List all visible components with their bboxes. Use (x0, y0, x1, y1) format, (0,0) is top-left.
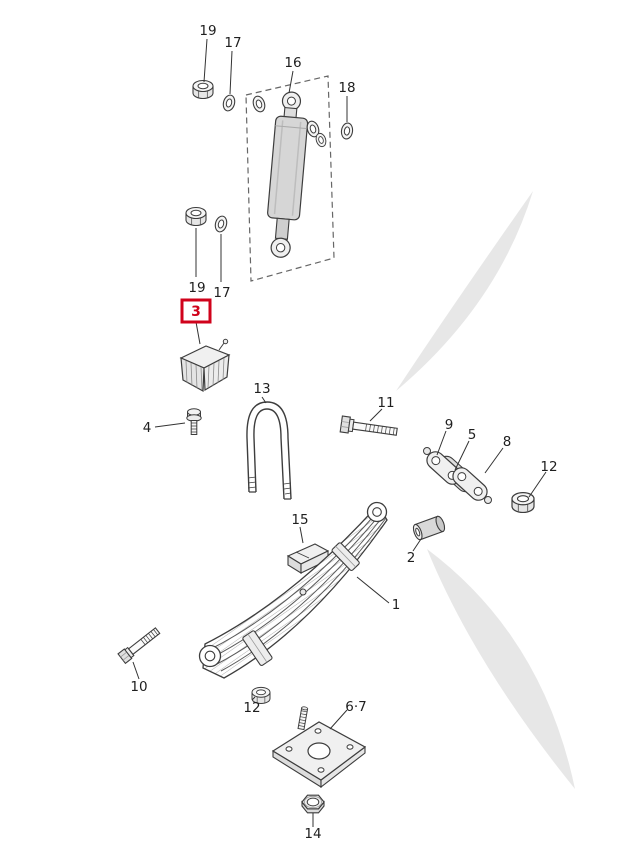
part-label-12-left[interactable]: 12 (243, 700, 260, 716)
bolt-4 (186, 408, 202, 435)
part-label-4[interactable]: 4 (143, 420, 152, 436)
bolt-10 (117, 627, 161, 665)
shackle-link-8 (452, 467, 488, 501)
u-bolt (246, 401, 292, 500)
part-label-9[interactable]: 9 (445, 417, 454, 433)
shock-absorber (267, 91, 309, 258)
part-label-19-top[interactable]: 19 (199, 23, 216, 39)
part-label-8[interactable]: 8 (503, 434, 512, 450)
spring-clip-front (242, 630, 273, 666)
bump-stop (179, 338, 231, 392)
washer-17-mid (213, 214, 229, 234)
part-label-6-7[interactable]: 6·7 (345, 699, 366, 715)
part-label-5[interactable]: 5 (468, 427, 477, 443)
part-label-18[interactable]: 18 (338, 80, 355, 96)
spring-center-bolt (299, 588, 307, 596)
shackle-assembly (423, 447, 492, 504)
part-label-15[interactable]: 15 (291, 512, 308, 528)
background-swoosh-bottom (427, 549, 575, 789)
part-label-17-mid[interactable]: 17 (213, 285, 230, 301)
part-label-3[interactable]: 3 (191, 304, 201, 320)
nut-19-top (192, 79, 214, 100)
nut-14 (301, 794, 325, 814)
highlight-box-3[interactable]: 3 (180, 298, 212, 324)
leaf-spring (198, 501, 388, 679)
part-label-19-mid[interactable]: 19 (188, 280, 205, 296)
part-label-13[interactable]: 13 (253, 381, 270, 397)
part-label-16[interactable]: 16 (284, 55, 301, 71)
spring-clip-plate-15 (286, 543, 330, 574)
nut-12-right (511, 492, 535, 514)
part-label-11[interactable]: 11 (377, 395, 394, 411)
dashed-group-box (245, 75, 335, 282)
plate-stud (297, 706, 309, 731)
bolt-11 (339, 415, 398, 436)
part-label-2[interactable]: 2 (407, 550, 416, 566)
bushing-2 (412, 515, 446, 541)
part-label-1[interactable]: 1 (392, 597, 401, 613)
shackle-pin-top (423, 447, 431, 455)
nut-19-mid (185, 206, 207, 227)
part-label-10[interactable]: 10 (130, 679, 147, 695)
shock-bushing-ring (250, 94, 268, 114)
shackle-pin-bottom (484, 496, 492, 504)
washer-17-top (221, 93, 237, 113)
background-swoosh-top (396, 191, 533, 391)
part-label-12-right[interactable]: 12 (540, 459, 557, 475)
mounting-plate-6-7 (271, 706, 367, 789)
washer-18 (339, 121, 355, 141)
spring-clip-rear (331, 542, 360, 571)
leader-lines (132, 38, 547, 827)
part-label-14[interactable]: 14 (304, 826, 321, 842)
part-label-17-top[interactable]: 17 (224, 35, 241, 51)
